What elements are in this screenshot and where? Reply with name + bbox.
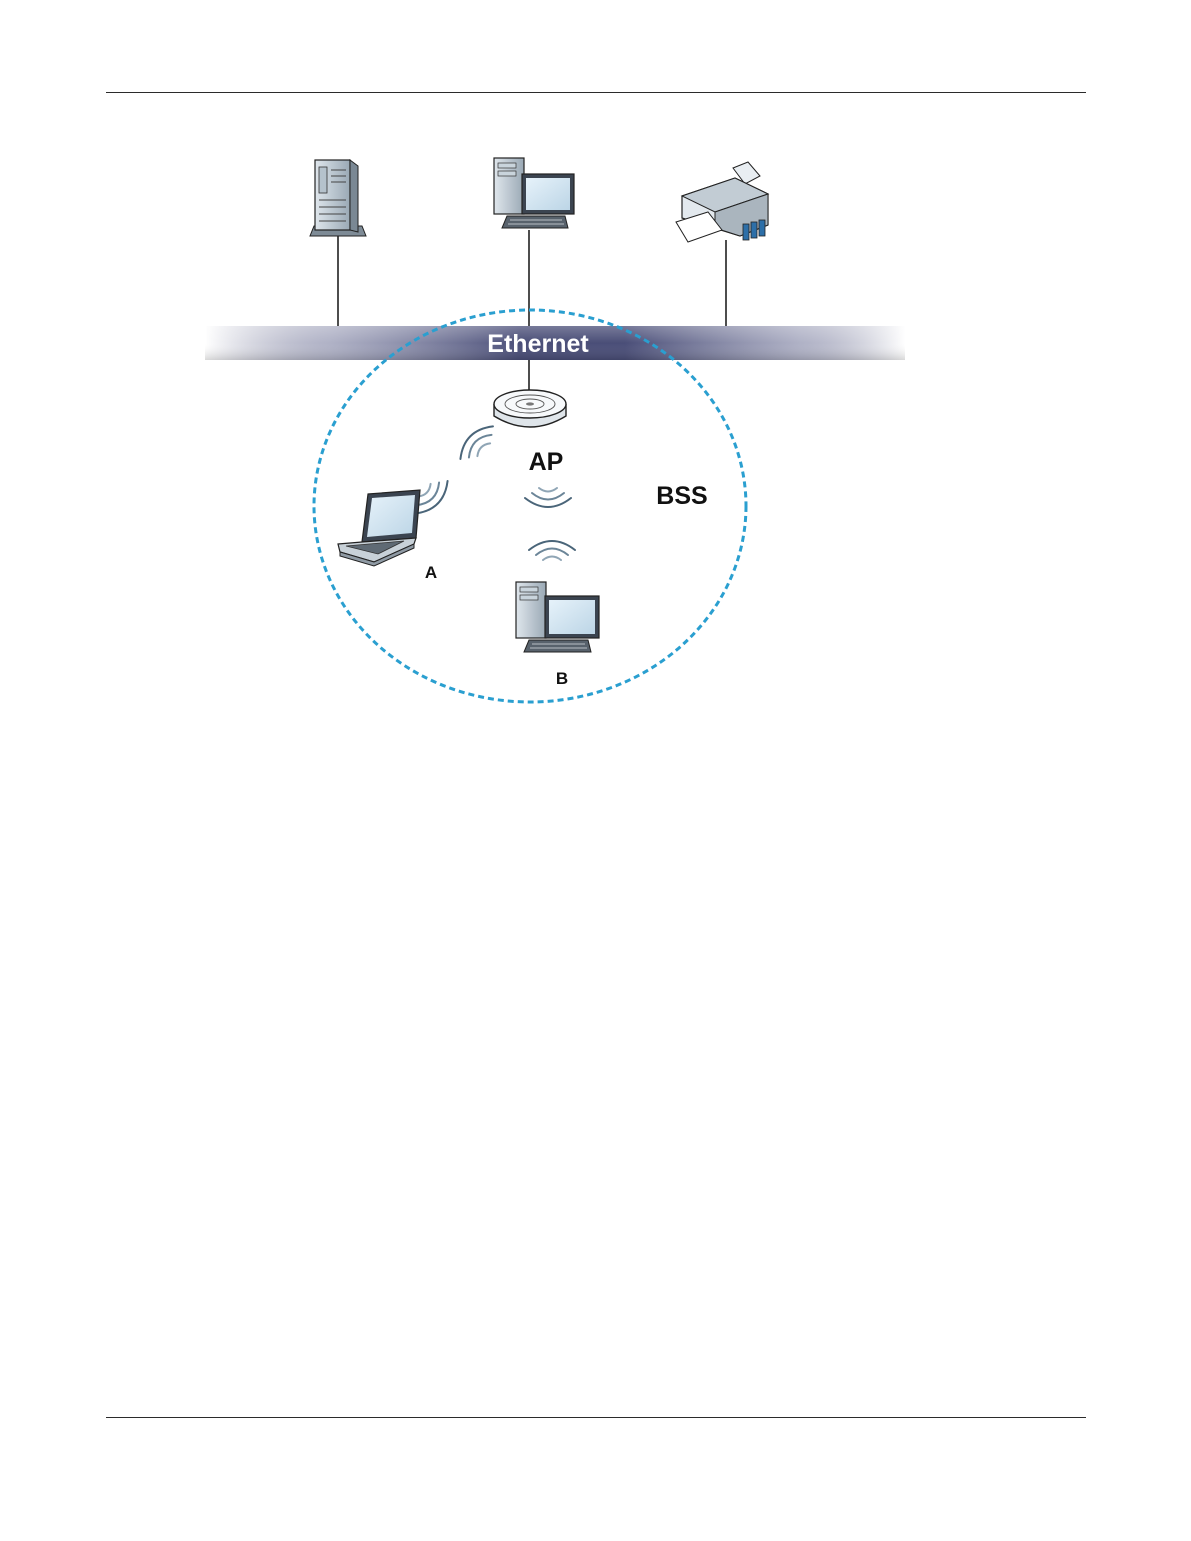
- station-b-label: B: [556, 669, 568, 688]
- desktop-computer-icon: [516, 582, 599, 652]
- footer-rule: [106, 1417, 1086, 1418]
- ethernet-label: Ethernet: [487, 330, 589, 358]
- laptop-icon: [338, 490, 420, 566]
- desktop-computer-icon: [494, 158, 574, 228]
- ethernet-bus: Ethernet: [205, 326, 905, 360]
- ap-label: AP: [529, 448, 564, 476]
- printer-icon: [676, 162, 768, 242]
- server-icon: [310, 160, 366, 236]
- bss-label: BSS: [656, 482, 707, 510]
- wireless-signal-icon: [408, 420, 500, 520]
- station-a-label: A: [425, 563, 437, 582]
- access-point-icon: [494, 390, 566, 427]
- wireless-signal-icon: [525, 488, 575, 560]
- bss-network-diagram: Ethernet: [0, 0, 1191, 760]
